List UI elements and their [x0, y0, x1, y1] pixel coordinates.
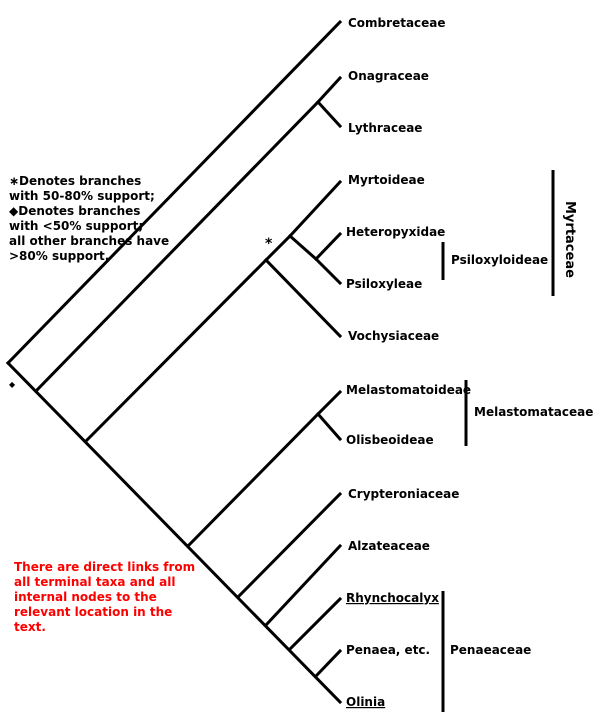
- legend-line: with <50% support;: [9, 219, 144, 233]
- group-psiloxyloideae[interactable]: Psiloxyloideae: [451, 253, 548, 267]
- branch-melastomatoideae: [315, 389, 343, 417]
- links-note: There are direct links from all terminal…: [14, 560, 196, 634]
- branch-myrtoideae: [287, 179, 343, 239]
- taxon-rhynchocalyx-link[interactable]: Rhynchocalyx: [346, 591, 439, 605]
- taxon-olinia-link[interactable]: Olinia: [346, 695, 385, 709]
- legend-line: all other branches have: [9, 234, 170, 248]
- legend-line: ∗Denotes branches: [9, 174, 142, 188]
- legend-line: with 50-80% support;: [9, 189, 155, 203]
- taxon-heteropyxidae[interactable]: Heteropyxidae: [346, 225, 445, 239]
- taxon-penaea-link[interactable]: Penaea,: [346, 643, 400, 657]
- backbone-branch: [5, 360, 343, 705]
- branch-lythraceae: [315, 99, 343, 129]
- taxon-melastomatoideae[interactable]: Melastomatoideae: [346, 383, 471, 397]
- group-penaeaceae[interactable]: Penaeaceae: [450, 643, 531, 657]
- branch-penaea: [313, 648, 343, 679]
- branch-crypteroniaceae: [235, 491, 343, 600]
- tree-branches: [5, 19, 343, 705]
- diamond-marker: ◆: [9, 380, 16, 389]
- branch-combretaceae: [5, 19, 343, 366]
- branch-myrtaceae-vochysiaceae: [83, 257, 269, 444]
- branch-onagraceae: [315, 75, 343, 105]
- taxon-alzateaceae[interactable]: Alzateaceae: [348, 539, 430, 553]
- asterisk-marker: *: [265, 236, 273, 252]
- taxon-penaea-suffix: etc.: [400, 643, 430, 657]
- support-legend: ∗Denotes branches with 50-80% support; ◆…: [9, 174, 189, 264]
- legend-line: ◆Denotes branches: [9, 204, 141, 218]
- taxon-combretaceae[interactable]: Combretaceae: [348, 16, 446, 30]
- taxon-olisbeoideae[interactable]: Olisbeoideae: [346, 433, 434, 447]
- taxon-onagraceae[interactable]: Onagraceae: [348, 69, 429, 83]
- taxon-vochysiaceae[interactable]: Vochysiaceae: [348, 329, 439, 343]
- branch-myrtaceae: [263, 233, 293, 263]
- group-myrtaceae[interactable]: Myrtaceae: [562, 201, 577, 278]
- branch-onagraceae-lythraceae: [33, 99, 321, 394]
- taxon-lythraceae[interactable]: Lythraceae: [348, 121, 422, 135]
- branch-psiloxyleae: [313, 256, 343, 286]
- taxon-psiloxyleae[interactable]: Psiloxyleae: [346, 277, 422, 291]
- branch-olisbeoideae: [315, 411, 343, 442]
- taxon-myrtoideae[interactable]: Myrtoideae: [348, 173, 425, 187]
- branch-alzateaceae: [263, 543, 343, 628]
- legend-line: >80% support.: [9, 249, 110, 263]
- group-melastomataceae[interactable]: Melastomataceae: [474, 405, 593, 419]
- taxon-penaea: Penaea, etc.: [346, 643, 430, 657]
- branch-psiloxyloideae: [287, 233, 319, 262]
- branch-melastomataceae: [185, 411, 321, 549]
- branch-vochysiaceae: [263, 257, 343, 339]
- branch-heteropyxidae: [313, 231, 343, 262]
- taxon-crypteroniaceae[interactable]: Crypteroniaceae: [348, 487, 459, 501]
- branch-rhynchocalyx: [287, 596, 343, 652]
